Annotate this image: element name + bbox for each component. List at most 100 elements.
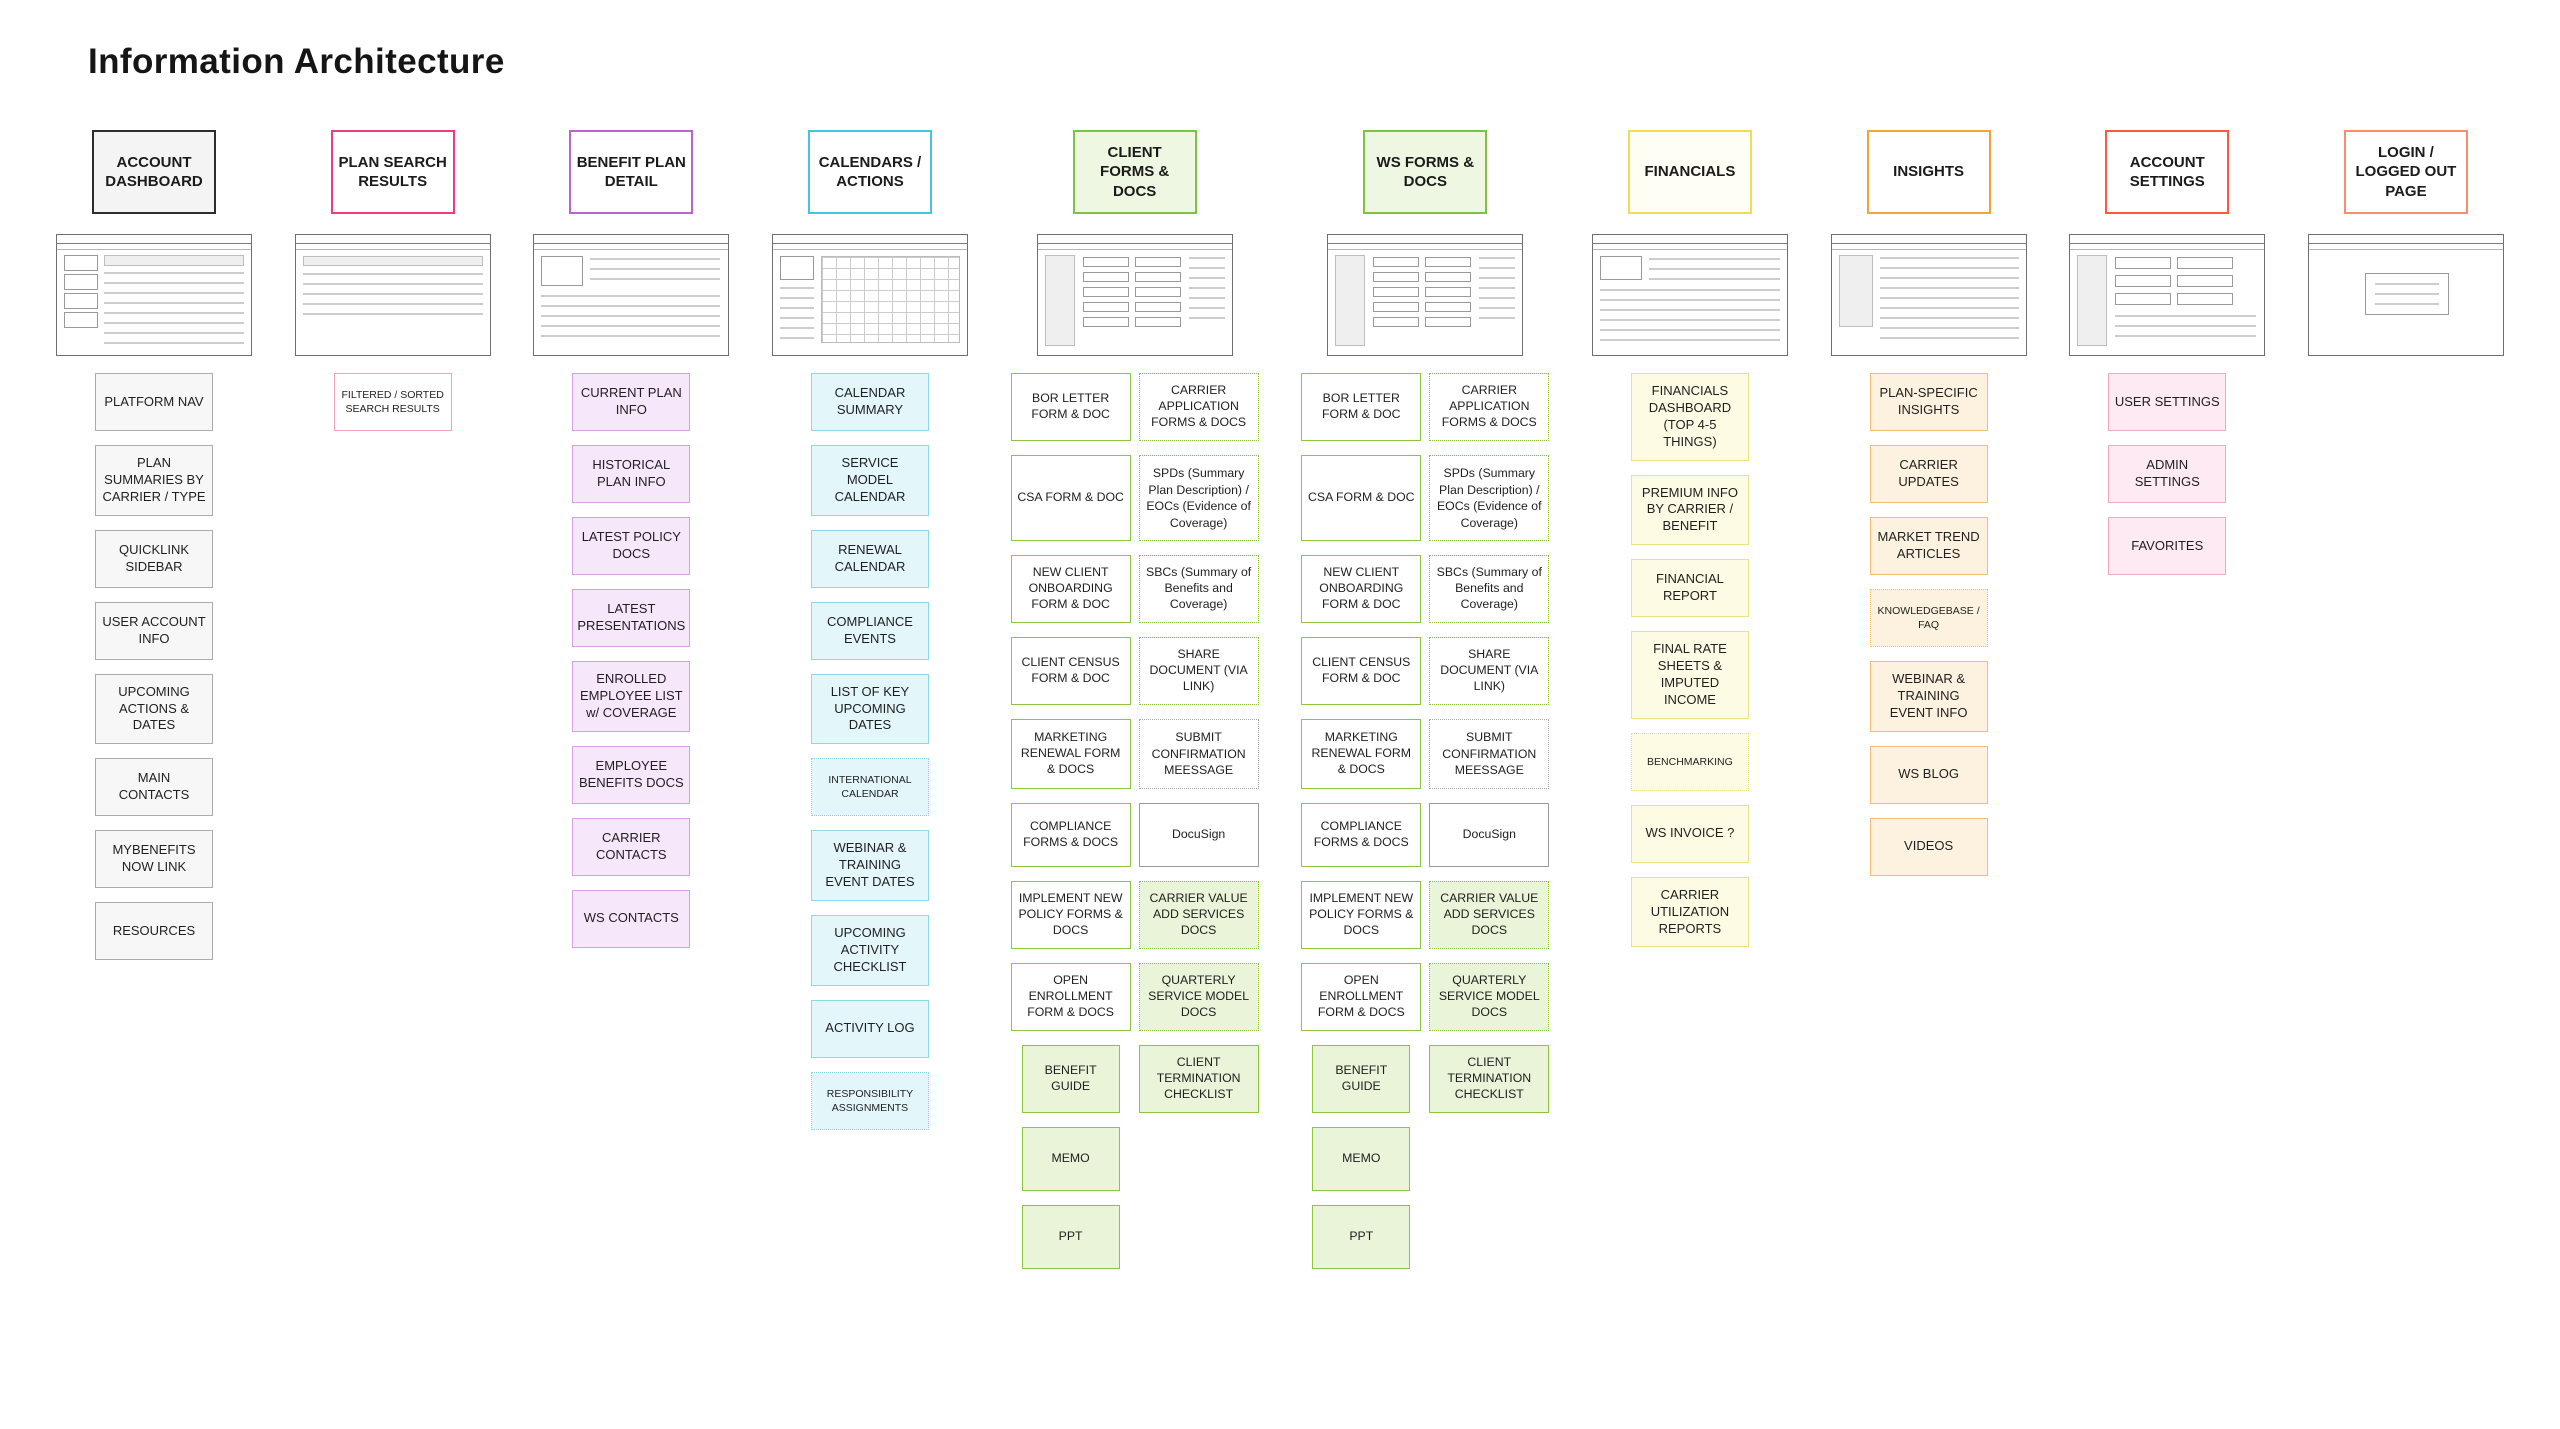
node-benefit-plan-detail--current-plan-info: CURRENT PLAN INFO bbox=[572, 373, 691, 431]
financials-wireframe-thumbnail bbox=[1591, 234, 1788, 356]
node-client-forms-docs--csa-form-doc: CSA FORM & DOC bbox=[1010, 454, 1131, 542]
column-plan-search-results: PLAN SEARCH RESULTS FILTERED / SORTED SEA… bbox=[294, 130, 491, 431]
section-header-login-logged-out-page: LOGIN / LOGGED OUT PAGE bbox=[2343, 130, 2468, 214]
account-settings-wireframe-thumbnail bbox=[2069, 234, 2266, 356]
node-client-forms-docs--bor-letter-form-doc: BOR LETTER FORM & DOC bbox=[1010, 373, 1131, 441]
node-ws-forms-docs--spds-summary-plan-description-eocs-evidence-of-coverage: SPDs (Summary Plan Description) / EOCs (… bbox=[1429, 454, 1550, 542]
node-benefit-plan-detail--enrolled-employee-list-w-coverage: ENROLLED EMPLOYEE LIST w/ COVERAGE bbox=[572, 661, 691, 732]
node-ws-forms-docs--sbcs-summary-of-benefits-and-coverage: SBCs (Summary of Benefits and Coverage) bbox=[1429, 555, 1550, 624]
column-client-forms-docs: CLIENT FORMS & DOCS BOR LETTER FORM & DOC… bbox=[1010, 130, 1259, 1269]
plan-search-results-wireframe-thumbnail bbox=[294, 234, 491, 356]
login-logged-out-page-wireframe-thumbnail bbox=[2307, 234, 2504, 356]
node-calendars-actions--calendar-summary: CALENDAR SUMMARY bbox=[810, 373, 929, 431]
node-client-forms-docs--submit-confirmation-meessage: SUBMIT CONFIRMATION MEESSAGE bbox=[1138, 719, 1259, 790]
node-ws-forms-docs--marketing-renewal-form-docs: MARKETING RENEWAL FORM & DOCS bbox=[1301, 719, 1422, 790]
node-calendars-actions--international-calendar: INTERNATIONAL CALENDAR bbox=[810, 758, 929, 817]
node-plan-search-results--filtered-sorted-search-results: FILTERED / SORTED SEARCH RESULTS bbox=[333, 373, 452, 431]
node-ws-forms-docs--quarterly-service-model-docs: QUARTERLY SERVICE MODEL DOCS bbox=[1429, 962, 1550, 1031]
node-account-dashboard--plan-summaries-by-carrier-type: PLAN SUMMARIES BY CARRIER / TYPE bbox=[95, 445, 213, 516]
node-benefit-plan-detail--historical-plan-info: HISTORICAL PLAN INFO bbox=[572, 445, 691, 503]
column-benefit-plan-detail: BENEFIT PLAN DETAIL CURRENT PLAN INFO HIST… bbox=[533, 130, 730, 948]
node-client-forms-docs--benefit-guide: BENEFIT GUIDE bbox=[1021, 1044, 1120, 1113]
node-ws-forms-docs--ppt: PPT bbox=[1312, 1204, 1411, 1269]
section-header-financials: FINANCIALS bbox=[1627, 130, 1752, 214]
node-ws-forms-docs--carrier-value-add-services-docs: CARRIER VALUE ADD SERVICES DOCS bbox=[1429, 881, 1550, 949]
node-account-dashboard--resources: RESOURCES bbox=[95, 902, 213, 961]
node-client-forms-docs--memo: MEMO bbox=[1021, 1126, 1120, 1191]
node-ws-forms-docs--open-enrollment-form-docs: OPEN ENROLLMENT FORM & DOCS bbox=[1301, 962, 1422, 1031]
node-benefit-plan-detail--latest-policy-docs: LATEST POLICY DOCS bbox=[572, 517, 691, 575]
node-insights--market-trend-articles: MARKET TREND ARTICLES bbox=[1869, 517, 1988, 575]
section-header-client-forms-docs: CLIENT FORMS & DOCS bbox=[1072, 130, 1197, 214]
node-client-forms-docs--spds-summary-plan-description-eocs-evidence-of-coverage: SPDs (Summary Plan Description) / EOCs (… bbox=[1138, 454, 1259, 542]
node-ws-forms-docs--client-termination-checklist: CLIENT TERMINATION CHECKLIST bbox=[1429, 1044, 1550, 1113]
client-forms-docs-wireframe-thumbnail bbox=[1036, 234, 1233, 356]
node-client-forms-docs--carrier-application-forms-docs: CARRIER APPLICATION FORMS & DOCS bbox=[1138, 373, 1259, 441]
node-calendars-actions--compliance-events: COMPLIANCE EVENTS bbox=[810, 601, 929, 660]
node-account-settings--user-settings: USER SETTINGS bbox=[2108, 373, 2227, 431]
node-account-dashboard--user-account-info: USER ACCOUNT INFO bbox=[95, 601, 213, 660]
node-benefit-plan-detail--carrier-contacts: CARRIER CONTACTS bbox=[572, 817, 691, 876]
node-ws-forms-docs--share-document-via-link: SHARE DOCUMENT (VIA LINK) bbox=[1429, 637, 1550, 706]
node-financials--benchmarking: BENCHMARKING bbox=[1630, 732, 1749, 791]
section-header-insights: INSIGHTS bbox=[1866, 130, 1991, 214]
node-financials--final-rate-sheets-imputed-income: FINAL RATE SHEETS & IMPUTED INCOME bbox=[1630, 631, 1749, 719]
node-ws-forms-docs--implement-new-policy-forms-docs: IMPLEMENT NEW POLICY FORMS & DOCS bbox=[1301, 881, 1422, 949]
column-financials: FINANCIALS FINANCIALS DASHBOARD (TOP 4-5 … bbox=[1591, 130, 1788, 948]
node-ws-forms-docs--bor-letter-form-doc: BOR LETTER FORM & DOC bbox=[1301, 373, 1422, 441]
node-ws-forms-docs--new-client-onboarding-form-doc: NEW CLIENT ONBOARDING FORM & DOC bbox=[1301, 555, 1422, 624]
node-account-dashboard--mybenefits-now-link: MYBENEFITS NOW LINK bbox=[95, 830, 213, 889]
node-client-forms-docs--quarterly-service-model-docs: QUARTERLY SERVICE MODEL DOCS bbox=[1138, 962, 1259, 1031]
benefit-plan-detail-wireframe-thumbnail bbox=[533, 234, 730, 356]
node-calendars-actions--upcoming-activity-checklist: UPCOMING ACTIVITY CHECKLIST bbox=[810, 915, 929, 986]
section-header-ws-forms-docs: WS FORMS & DOCS bbox=[1363, 130, 1488, 214]
column-login-logged-out-page: LOGIN / LOGGED OUT PAGE bbox=[2307, 130, 2504, 373]
node-insights--carrier-updates: CARRIER UPDATES bbox=[1869, 445, 1988, 503]
node-ws-forms-docs--carrier-application-forms-docs: CARRIER APPLICATION FORMS & DOCS bbox=[1429, 373, 1550, 441]
node-insights--knowledgebase-faq: KNOWLEDGEBASE / FAQ bbox=[1869, 589, 1988, 647]
node-financials--financials-dashboard-top-4-5-things: FINANCIALS DASHBOARD (TOP 4-5 THINGS) bbox=[1630, 373, 1749, 461]
plan-search-results-item-stack: FILTERED / SORTED SEARCH RESULTS bbox=[333, 373, 452, 431]
node-account-dashboard--main-contacts: MAIN CONTACTS bbox=[95, 758, 213, 817]
section-header-calendars-actions: CALENDARS / ACTIONS bbox=[807, 130, 932, 214]
benefit-plan-detail-item-stack: CURRENT PLAN INFO HISTORICAL PLAN INFO LAT… bbox=[572, 373, 691, 948]
node-financials--premium-info-by-carrier-benefit: PREMIUM INFO BY CARRIER / BENEFIT bbox=[1630, 474, 1749, 546]
node-client-forms-docs--client-termination-checklist: CLIENT TERMINATION CHECKLIST bbox=[1138, 1044, 1259, 1113]
node-ws-forms-docs--compliance-forms-docs: COMPLIANCE FORMS & DOCS bbox=[1301, 803, 1422, 868]
calendars-actions-wireframe-thumbnail bbox=[771, 234, 968, 356]
section-header-account-dashboard: ACCOUNT DASHBOARD bbox=[92, 130, 216, 214]
node-ws-forms-docs--benefit-guide: BENEFIT GUIDE bbox=[1312, 1044, 1411, 1113]
node-insights--videos: VIDEOS bbox=[1869, 817, 1988, 876]
node-financials--ws-invoice: WS INVOICE ? bbox=[1630, 804, 1749, 863]
node-benefit-plan-detail--employee-benefits-docs: EMPLOYEE BENEFITS DOCS bbox=[572, 745, 691, 804]
section-header-plan-search-results: PLAN SEARCH RESULTS bbox=[330, 130, 455, 214]
node-calendars-actions--activity-log: ACTIVITY LOG bbox=[810, 999, 929, 1058]
node-client-forms-docs--carrier-value-add-services-docs: CARRIER VALUE ADD SERVICES DOCS bbox=[1138, 881, 1259, 949]
account-dashboard-wireframe-thumbnail bbox=[56, 234, 252, 356]
node-account-settings--favorites: FAVORITES bbox=[2108, 517, 2227, 575]
node-client-forms-docs--ppt: PPT bbox=[1021, 1204, 1120, 1269]
section-header-benefit-plan-detail: BENEFIT PLAN DETAIL bbox=[569, 130, 694, 214]
node-client-forms-docs--client-census-form-doc: CLIENT CENSUS FORM & DOC bbox=[1010, 637, 1131, 706]
node-ws-forms-docs--memo: MEMO bbox=[1312, 1126, 1411, 1191]
financials-item-stack: FINANCIALS DASHBOARD (TOP 4-5 THINGS) PRE… bbox=[1630, 373, 1749, 948]
node-insights--webinar-training-event-info: WEBINAR & TRAINING EVENT INFO bbox=[1869, 661, 1988, 732]
node-insights--ws-blog: WS BLOG bbox=[1869, 745, 1988, 804]
node-client-forms-docs--open-enrollment-form-docs: OPEN ENROLLMENT FORM & DOCS bbox=[1010, 962, 1131, 1031]
node-calendars-actions--renewal-calendar: RENEWAL CALENDAR bbox=[810, 529, 929, 588]
node-client-forms-docs--sbcs-summary-of-benefits-and-coverage: SBCs (Summary of Benefits and Coverage) bbox=[1138, 555, 1259, 624]
node-client-forms-docs--marketing-renewal-form-docs: MARKETING RENEWAL FORM & DOCS bbox=[1010, 719, 1131, 790]
node-calendars-actions--responsibility-assignments: RESPONSIBILITY ASSIGNMENTS bbox=[810, 1071, 929, 1130]
node-ws-forms-docs--docusign: DocuSign bbox=[1429, 803, 1550, 868]
ws-forms-docs-wireframe-thumbnail bbox=[1327, 234, 1524, 356]
